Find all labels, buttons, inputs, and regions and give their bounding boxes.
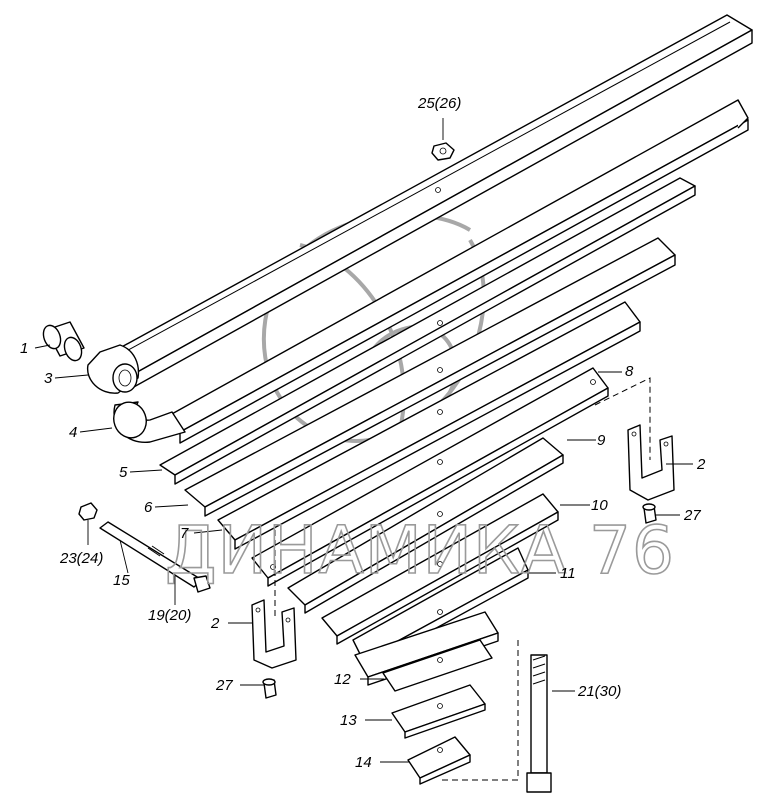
label-5: 5 (119, 464, 128, 481)
label-19-20: 19(20) (148, 607, 191, 624)
part-labels: 1 3 4 5 6 7 8 9 10 11 12 13 14 21(30) 25… (20, 95, 706, 771)
leaf-5 (159, 177, 696, 485)
sleeve-bushing-1 (42, 321, 85, 362)
leaf-13 (391, 684, 486, 739)
label-27-right: 27 (683, 507, 701, 524)
clamp-left-2 (251, 530, 297, 669)
main-leaf-second (113, 99, 749, 444)
leaf-12b (382, 639, 493, 692)
label-10: 10 (591, 497, 608, 514)
label-6: 6 (144, 499, 153, 516)
center-bolt-21 (440, 640, 552, 793)
label-2-left: 2 (210, 615, 220, 632)
label-11: 11 (560, 565, 576, 582)
nut-23 (78, 502, 98, 521)
rivet-left-27 (262, 678, 277, 699)
leaf-14 (407, 736, 471, 785)
label-14: 14 (355, 754, 372, 771)
label-21-30: 21(30) (577, 683, 621, 700)
leaf-7 (217, 301, 641, 550)
label-1: 1 (20, 340, 28, 357)
label-4: 4 (69, 424, 77, 441)
main-leaf-top (106, 14, 753, 389)
label-25-26: 25(26) (417, 95, 461, 112)
label-9: 9 (597, 432, 606, 449)
nut-25 (431, 142, 455, 161)
label-8: 8 (625, 363, 634, 380)
label-23-24: 23(24) (59, 550, 103, 567)
leaf-8 (251, 367, 609, 587)
label-3: 3 (44, 370, 53, 387)
bolt-19 (99, 521, 211, 593)
clamp-right-2 (594, 377, 675, 501)
label-12: 12 (334, 671, 351, 688)
label-2-right: 2 (696, 456, 706, 473)
label-7: 7 (180, 525, 189, 542)
label-13: 13 (340, 712, 357, 729)
watermark-text: ДИНАМИКА 76 (165, 512, 675, 589)
leader-lines (34, 118, 693, 763)
leaf-6 (184, 237, 676, 517)
leaf-9 (287, 437, 564, 614)
eye-bushing-3 (86, 344, 140, 394)
rivet-right-27 (642, 503, 657, 524)
label-15: 15 (113, 572, 130, 589)
label-27-left: 27 (215, 677, 233, 694)
